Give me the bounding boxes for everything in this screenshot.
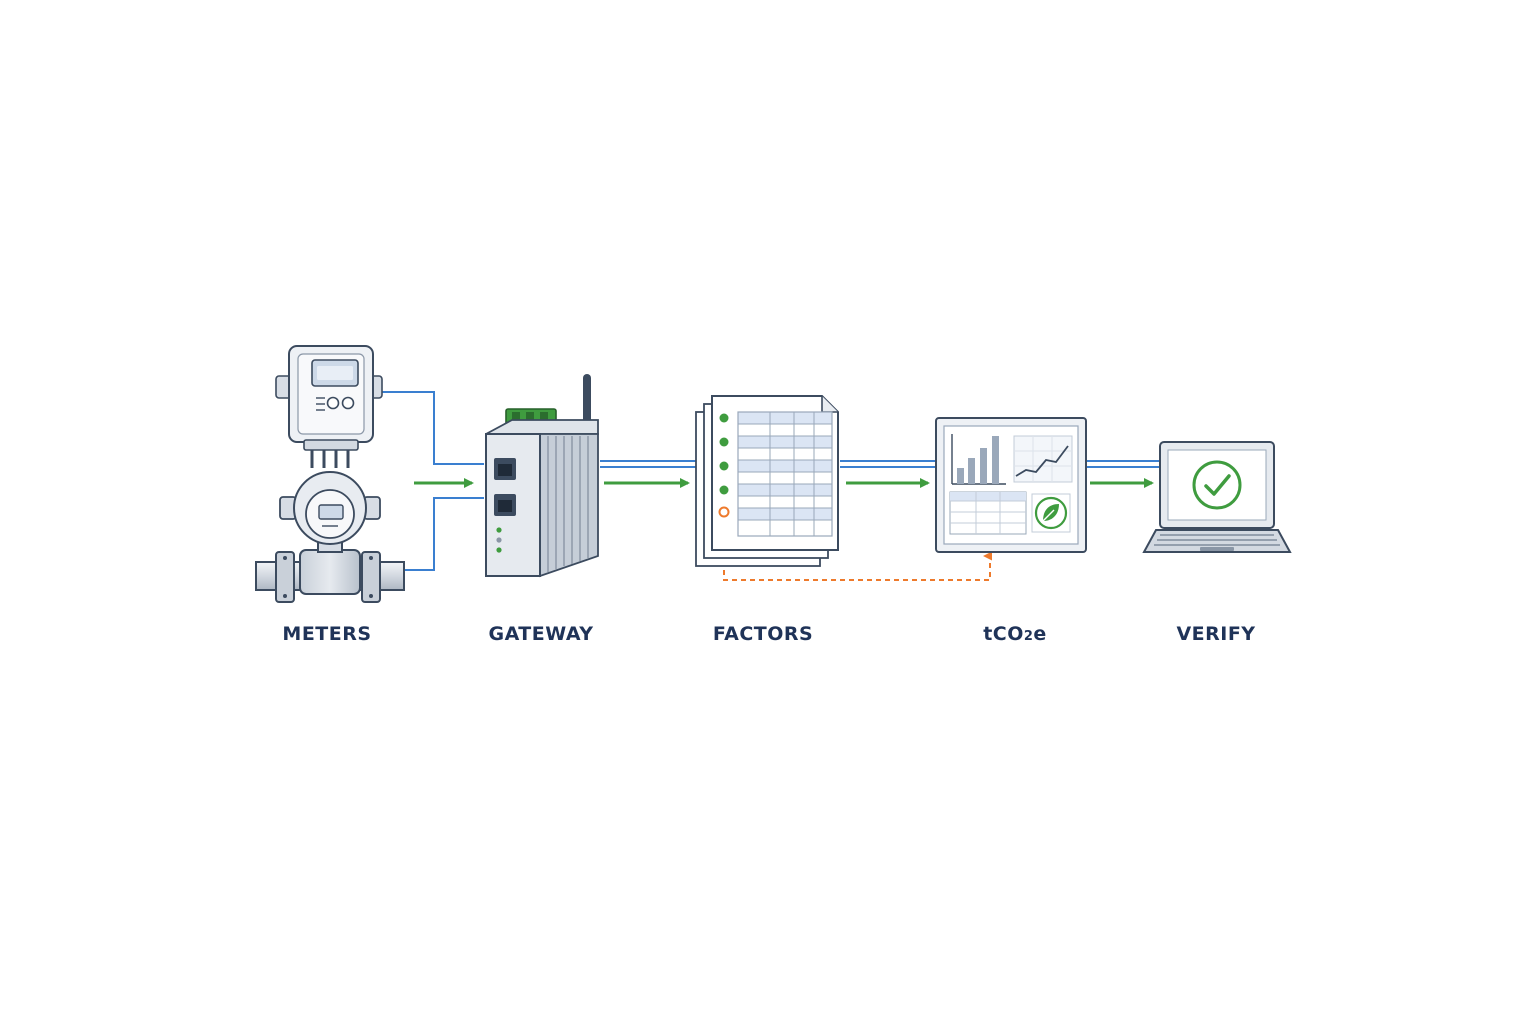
leaf-icon [1031,493,1071,533]
link-gateway-factors [600,460,696,468]
flow-meter-icon [255,471,405,603]
meter-wire-bottom [402,497,484,571]
stage-label-factors: FACTORS [712,623,814,645]
factor-row-marker [719,413,729,423]
emission-factor-table-icon [695,395,839,567]
electricity-meter-icon [275,345,383,468]
stage-label-tco2e: tCO2e [915,620,1115,651]
emissions-dashboard-icon [935,417,1087,553]
stage-label-tco2e-tail: e [1033,623,1047,645]
factor-row-marker-open [718,506,730,518]
stage-label-verify: VERIFY [1176,623,1256,645]
dashboard-table [949,491,1027,535]
dashboard-bar-chart [951,434,1006,485]
stage-label-tco2e-subscript: 2 [1023,629,1034,644]
factor-row-marker [719,485,729,495]
stage-label-tco2e-main: tCO [983,623,1024,645]
dashboard-line-chart [1013,435,1073,483]
stage-label-gateway: GATEWAY [488,623,594,645]
factor-row-marker [719,461,729,471]
stage-label-meters: METERS [282,623,372,645]
factor-table-grid [737,411,833,537]
link-factors-tco2e [840,460,936,468]
factor-row-marker [719,437,729,447]
checkmark-icon [1192,460,1242,510]
industrial-gateway-icon [485,374,599,578]
laptop-checkmark-icon [1142,441,1292,553]
link-tco2e-verify [1086,460,1160,468]
meter-wire-top [378,391,484,465]
